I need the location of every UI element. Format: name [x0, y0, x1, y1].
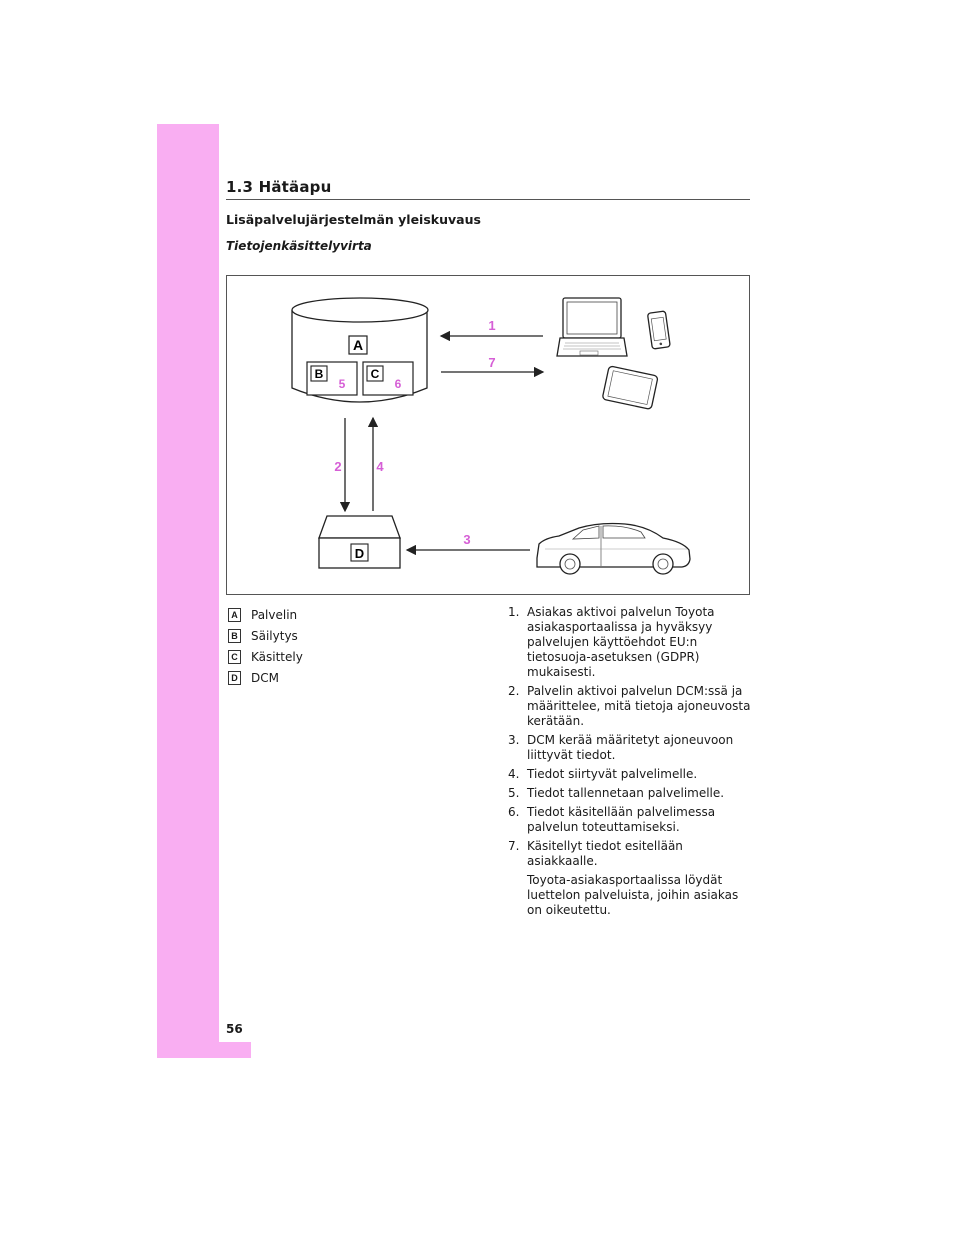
- step-text: Palvelin aktivoi palvelun DCM:ssä ja mää…: [527, 684, 751, 728]
- legend-item: A Palvelin: [228, 604, 458, 625]
- legend-label: DCM: [251, 670, 279, 685]
- diagram-svg: A B 5 C 6: [291, 297, 691, 575]
- step-number: 7.: [508, 839, 520, 853]
- label-d: D: [355, 546, 364, 561]
- step-text: Asiakas aktivoi palvelun Toyota asiakasp…: [527, 605, 715, 679]
- step-item: 1. Asiakas aktivoi palvelun Toyota asiak…: [508, 605, 752, 680]
- arrow-3-label: 3: [463, 532, 470, 547]
- portal-note: Toyota-asiakasportaalissa löydät luettel…: [527, 873, 739, 917]
- legend-item: C Käsittely: [228, 646, 458, 667]
- page-number: 56: [226, 1022, 243, 1036]
- step-item: 7. Käsitellyt tiedot esitellään asiakkaa…: [508, 839, 752, 869]
- step-6-marker: 6: [395, 377, 402, 391]
- step-text: Tiedot käsitellään palvelimessa palvelun…: [527, 805, 716, 834]
- subheading: Tietojenkäsittelyvirta: [226, 239, 372, 253]
- step-number: 5.: [508, 786, 520, 800]
- arrow-4-label: 4: [376, 459, 384, 474]
- label-b: B: [315, 367, 324, 381]
- label-a: A: [353, 337, 363, 353]
- chapter-side-tab: [157, 124, 219, 1058]
- step-number: 6.: [508, 805, 520, 819]
- step-item: 3. DCM kerää määritetyt ajoneuvoon liitt…: [508, 733, 752, 763]
- smartphone-icon: [647, 310, 671, 350]
- legend-key: A: [228, 607, 241, 622]
- step-item: 5. Tiedot tallennetaan palvelimelle.: [508, 786, 752, 801]
- label-a-box: A: [348, 335, 368, 355]
- legend-item: D DCM: [228, 667, 458, 688]
- legend-item: B Säilytys: [228, 625, 458, 646]
- step-number: 4.: [508, 767, 520, 781]
- step-item: 2. Palvelin aktivoi palvelun DCM:ssä ja …: [508, 684, 752, 729]
- arrow-7-label: 7: [488, 355, 495, 370]
- step-number: 1.: [508, 605, 520, 619]
- section-title: 1.3 Hätäapu: [226, 178, 332, 196]
- legend: A Palvelin B Säilytys C Käsittely D DCM: [228, 604, 458, 688]
- legend-key: B: [228, 628, 241, 643]
- legend-label: Käsittely: [251, 649, 303, 664]
- legend-key: C: [228, 649, 241, 664]
- step-text: Tiedot tallennetaan palvelimelle.: [527, 786, 725, 800]
- step-5-marker: 5: [339, 377, 346, 391]
- step-text: Käsitellyt tiedot esitellään asiakkaalle…: [527, 839, 683, 868]
- page-number-tab: [219, 1042, 251, 1058]
- arrow-2-label: 2: [334, 459, 341, 474]
- processing-box: C 6: [362, 361, 414, 396]
- heading: Lisäpalvelujärjestelmän yleiskuvaus: [226, 212, 481, 227]
- arrow-1-label: 1: [488, 318, 495, 333]
- data-flow-diagram: A B 5 C 6: [226, 275, 750, 595]
- legend-label: Palvelin: [251, 607, 298, 622]
- step-text: DCM kerää määritetyt ajoneuvoon liittyvä…: [527, 733, 734, 762]
- step-text: Tiedot siirtyvät palvelimelle.: [527, 767, 698, 781]
- storage-box: B 5: [306, 361, 358, 396]
- tablet-icon: [602, 365, 659, 410]
- section-divider: [226, 199, 750, 200]
- process-steps: 1. Asiakas aktivoi palvelun Toyota asiak…: [508, 605, 752, 918]
- laptop-icon: [556, 297, 628, 357]
- car-icon: [536, 522, 691, 575]
- step-number: 3.: [508, 733, 520, 747]
- dcm-box: D: [318, 515, 401, 569]
- legend-label: Säilytys: [251, 628, 298, 643]
- legend-key: D: [228, 670, 241, 685]
- label-c: C: [371, 367, 380, 381]
- step-number: 2.: [508, 684, 520, 698]
- step-item: 4. Tiedot siirtyvät palvelimelle.: [508, 767, 752, 782]
- step-item: 6. Tiedot käsitellään palvelimessa palve…: [508, 805, 752, 835]
